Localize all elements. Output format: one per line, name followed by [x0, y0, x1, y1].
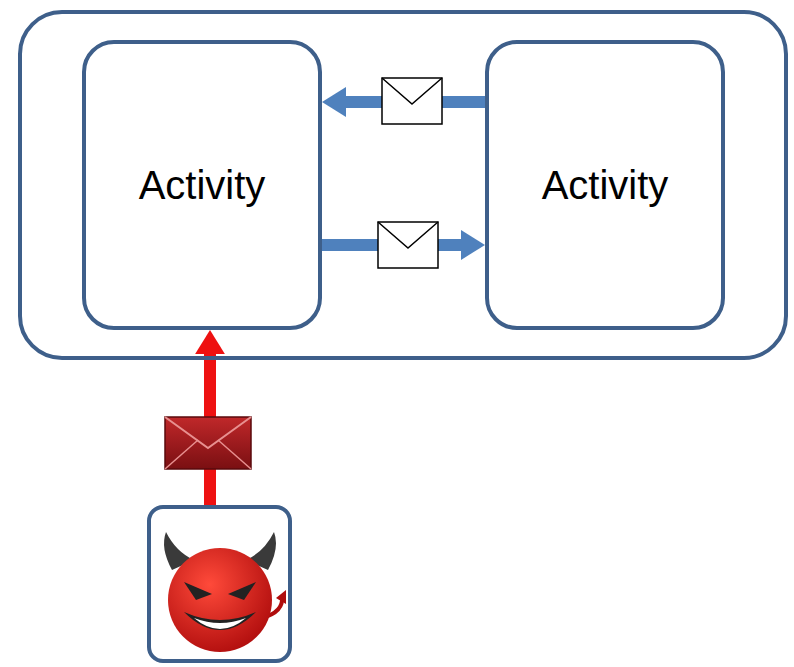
malicious-envelope-icon: [165, 417, 251, 469]
activity-box: Activity: [485, 40, 725, 330]
system-container: Activity Activity: [18, 10, 788, 360]
devil-icon: [164, 532, 286, 652]
activity-box: Activity: [82, 40, 322, 330]
node-label: Activity: [139, 163, 266, 208]
arrowhead: [322, 87, 346, 117]
arrowhead: [195, 330, 225, 354]
attacker-box: [147, 505, 292, 663]
arrowhead: [461, 230, 485, 260]
envelope-icon: [382, 78, 442, 124]
node-label: Activity: [542, 163, 669, 208]
envelope-icon: [378, 222, 438, 268]
